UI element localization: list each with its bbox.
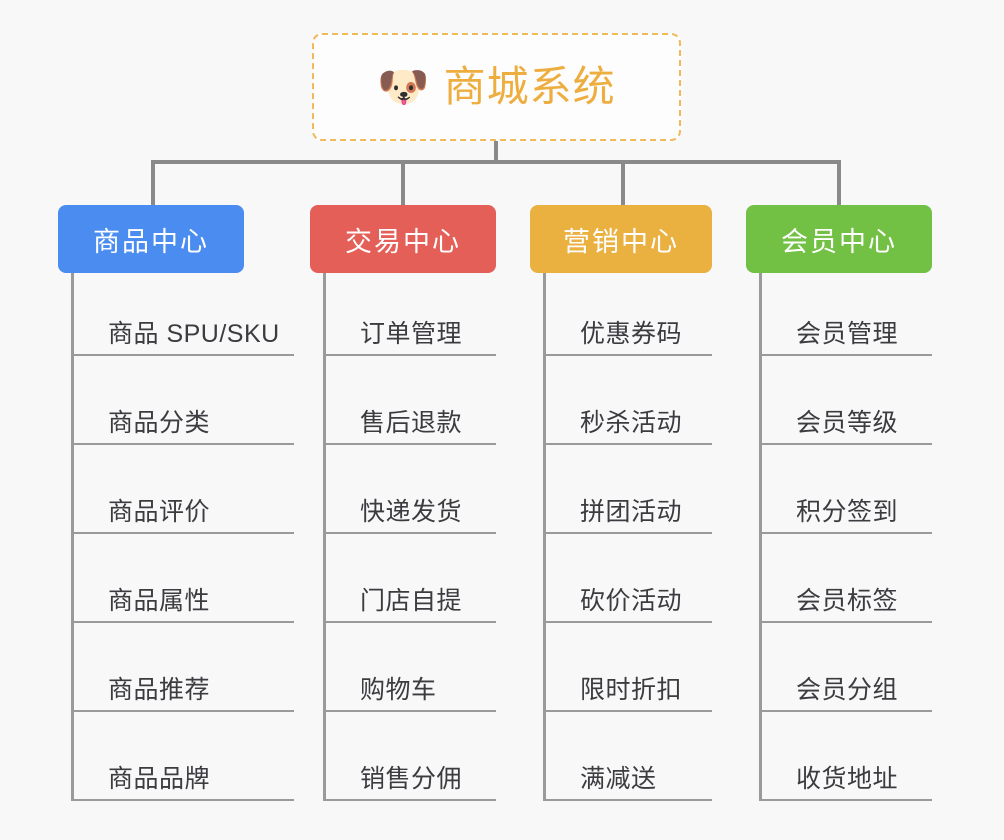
list-item[interactable]: 购物车	[326, 623, 496, 712]
list-item[interactable]: 秒杀活动	[546, 356, 712, 445]
category-label: 会员中心	[781, 226, 897, 257]
list-item[interactable]: 限时折扣	[546, 623, 712, 712]
branch-trade-center: 交易中心 订单管理 售后退款 快递发货 门店自提 购物车 销售分佣	[310, 205, 496, 801]
list-item[interactable]: 售后退款	[326, 356, 496, 445]
list-item-label: 拼团活动	[580, 497, 683, 526]
list-item[interactable]: 拼团活动	[546, 445, 712, 534]
list-item-label: 商品 SPU/SKU	[108, 319, 280, 348]
list-item[interactable]: 销售分佣	[326, 712, 496, 801]
connector-root-stem	[494, 141, 498, 164]
root-node-mall-system[interactable]: 🐶 商城系统	[312, 33, 681, 141]
list-item[interactable]: 快递发货	[326, 445, 496, 534]
list-item-label: 满减送	[580, 764, 657, 793]
leaf-list-marketing-center: 优惠券码 秒杀活动 拼团活动 砍价活动 限时折扣 满减送	[543, 273, 712, 801]
list-item-label: 收货地址	[796, 764, 899, 793]
list-item-label: 售后退款	[360, 408, 463, 437]
list-item-label: 会员标签	[796, 586, 899, 615]
category-header-trade-center[interactable]: 交易中心	[310, 205, 496, 273]
list-item[interactable]: 商品 SPU/SKU	[74, 273, 294, 356]
category-label: 商品中心	[93, 226, 209, 257]
list-item[interactable]: 满减送	[546, 712, 712, 801]
list-item[interactable]: 商品评价	[74, 445, 294, 534]
connector-drop-member-center	[837, 160, 841, 206]
list-item[interactable]: 收货地址	[762, 712, 932, 801]
list-item-label: 商品评价	[108, 497, 211, 526]
category-header-member-center[interactable]: 会员中心	[746, 205, 932, 273]
list-item[interactable]: 优惠券码	[546, 273, 712, 356]
category-header-marketing-center[interactable]: 营销中心	[530, 205, 712, 273]
list-item-label: 商品分类	[108, 408, 211, 437]
branch-member-center: 会员中心 会员管理 会员等级 积分签到 会员标签 会员分组 收货地址	[746, 205, 932, 801]
list-item-label: 门店自提	[360, 586, 463, 615]
list-item-label: 积分签到	[796, 497, 899, 526]
leaf-list-trade-center: 订单管理 售后退款 快递发货 门店自提 购物车 销售分佣	[323, 273, 496, 801]
leaf-list-member-center: 会员管理 会员等级 积分签到 会员标签 会员分组 收货地址	[759, 273, 932, 801]
list-item-label: 购物车	[360, 675, 437, 704]
list-item[interactable]: 会员标签	[762, 534, 932, 623]
list-item[interactable]: 订单管理	[326, 273, 496, 356]
connector-drop-product-center	[151, 160, 155, 206]
dog-face-icon: 🐶	[377, 63, 430, 110]
list-item[interactable]: 砍价活动	[546, 534, 712, 623]
list-item-label: 限时折扣	[580, 675, 683, 704]
list-item[interactable]: 商品属性	[74, 534, 294, 623]
list-item[interactable]: 积分签到	[762, 445, 932, 534]
list-item[interactable]: 会员分组	[762, 623, 932, 712]
connector-drop-trade-center	[401, 160, 405, 206]
list-item-label: 订单管理	[360, 319, 463, 348]
list-item-label: 销售分佣	[360, 764, 463, 793]
branch-marketing-center: 营销中心 优惠券码 秒杀活动 拼团活动 砍价活动 限时折扣 满减送	[530, 205, 712, 801]
list-item-label: 会员管理	[796, 319, 899, 348]
list-item-label: 商品推荐	[108, 675, 211, 704]
list-item[interactable]: 会员管理	[762, 273, 932, 356]
branch-product-center: 商品中心 商品 SPU/SKU 商品分类 商品评价 商品属性 商品推荐 商品品牌	[58, 205, 294, 801]
list-item[interactable]: 门店自提	[326, 534, 496, 623]
list-item-label: 砍价活动	[580, 586, 683, 615]
category-label: 营销中心	[563, 226, 679, 257]
list-item-label: 秒杀活动	[580, 408, 683, 437]
list-item-label: 会员分组	[796, 675, 899, 704]
list-item[interactable]: 商品推荐	[74, 623, 294, 712]
list-item-label: 商品品牌	[108, 764, 211, 793]
list-item[interactable]: 商品品牌	[74, 712, 294, 801]
category-label: 交易中心	[345, 226, 461, 257]
list-item-label: 快递发货	[360, 497, 463, 526]
root-node-title: 商城系统	[443, 63, 616, 110]
list-item[interactable]: 会员等级	[762, 356, 932, 445]
list-item[interactable]: 商品分类	[74, 356, 294, 445]
connector-drop-marketing-center	[621, 160, 625, 206]
leaf-list-product-center: 商品 SPU/SKU 商品分类 商品评价 商品属性 商品推荐 商品品牌	[71, 273, 294, 801]
list-item-label: 优惠券码	[580, 319, 683, 348]
category-header-product-center[interactable]: 商品中心	[58, 205, 244, 273]
list-item-label: 商品属性	[108, 586, 211, 615]
list-item-label: 会员等级	[796, 408, 899, 437]
connector-horizontal-bus	[151, 160, 839, 164]
